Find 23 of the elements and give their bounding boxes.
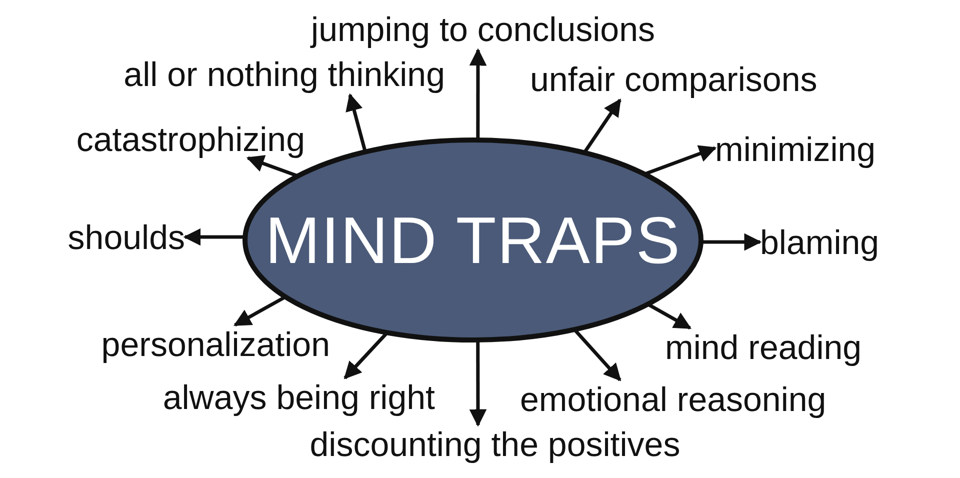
arrow xyxy=(644,145,717,176)
arrow xyxy=(346,93,367,152)
trap-label: emotional reasoning xyxy=(520,380,826,420)
trap-label: blaming xyxy=(760,223,880,263)
arrow xyxy=(582,98,622,154)
arrow xyxy=(469,340,487,427)
trap-label: always being right xyxy=(162,378,435,418)
arrow xyxy=(646,302,692,330)
trap-label: discounting the positives xyxy=(310,425,680,465)
trap-label: unfair comparisons xyxy=(530,60,818,100)
title-text: MIND TRAPS xyxy=(264,202,682,278)
arrow xyxy=(700,233,762,251)
arrow xyxy=(246,155,298,178)
trap-label: mind reading xyxy=(665,328,862,368)
trap-label: minimizing xyxy=(715,130,876,170)
trap-label: all or nothing thinking xyxy=(124,55,445,95)
trap-label: personalization xyxy=(101,325,330,365)
trap-label: shoulds xyxy=(68,218,185,258)
trap-label: jumping to conclusions xyxy=(311,10,655,50)
trap-label: catastrophizing xyxy=(76,120,305,160)
arrow xyxy=(183,228,246,246)
arrow xyxy=(469,48,487,140)
arrow xyxy=(233,295,286,327)
